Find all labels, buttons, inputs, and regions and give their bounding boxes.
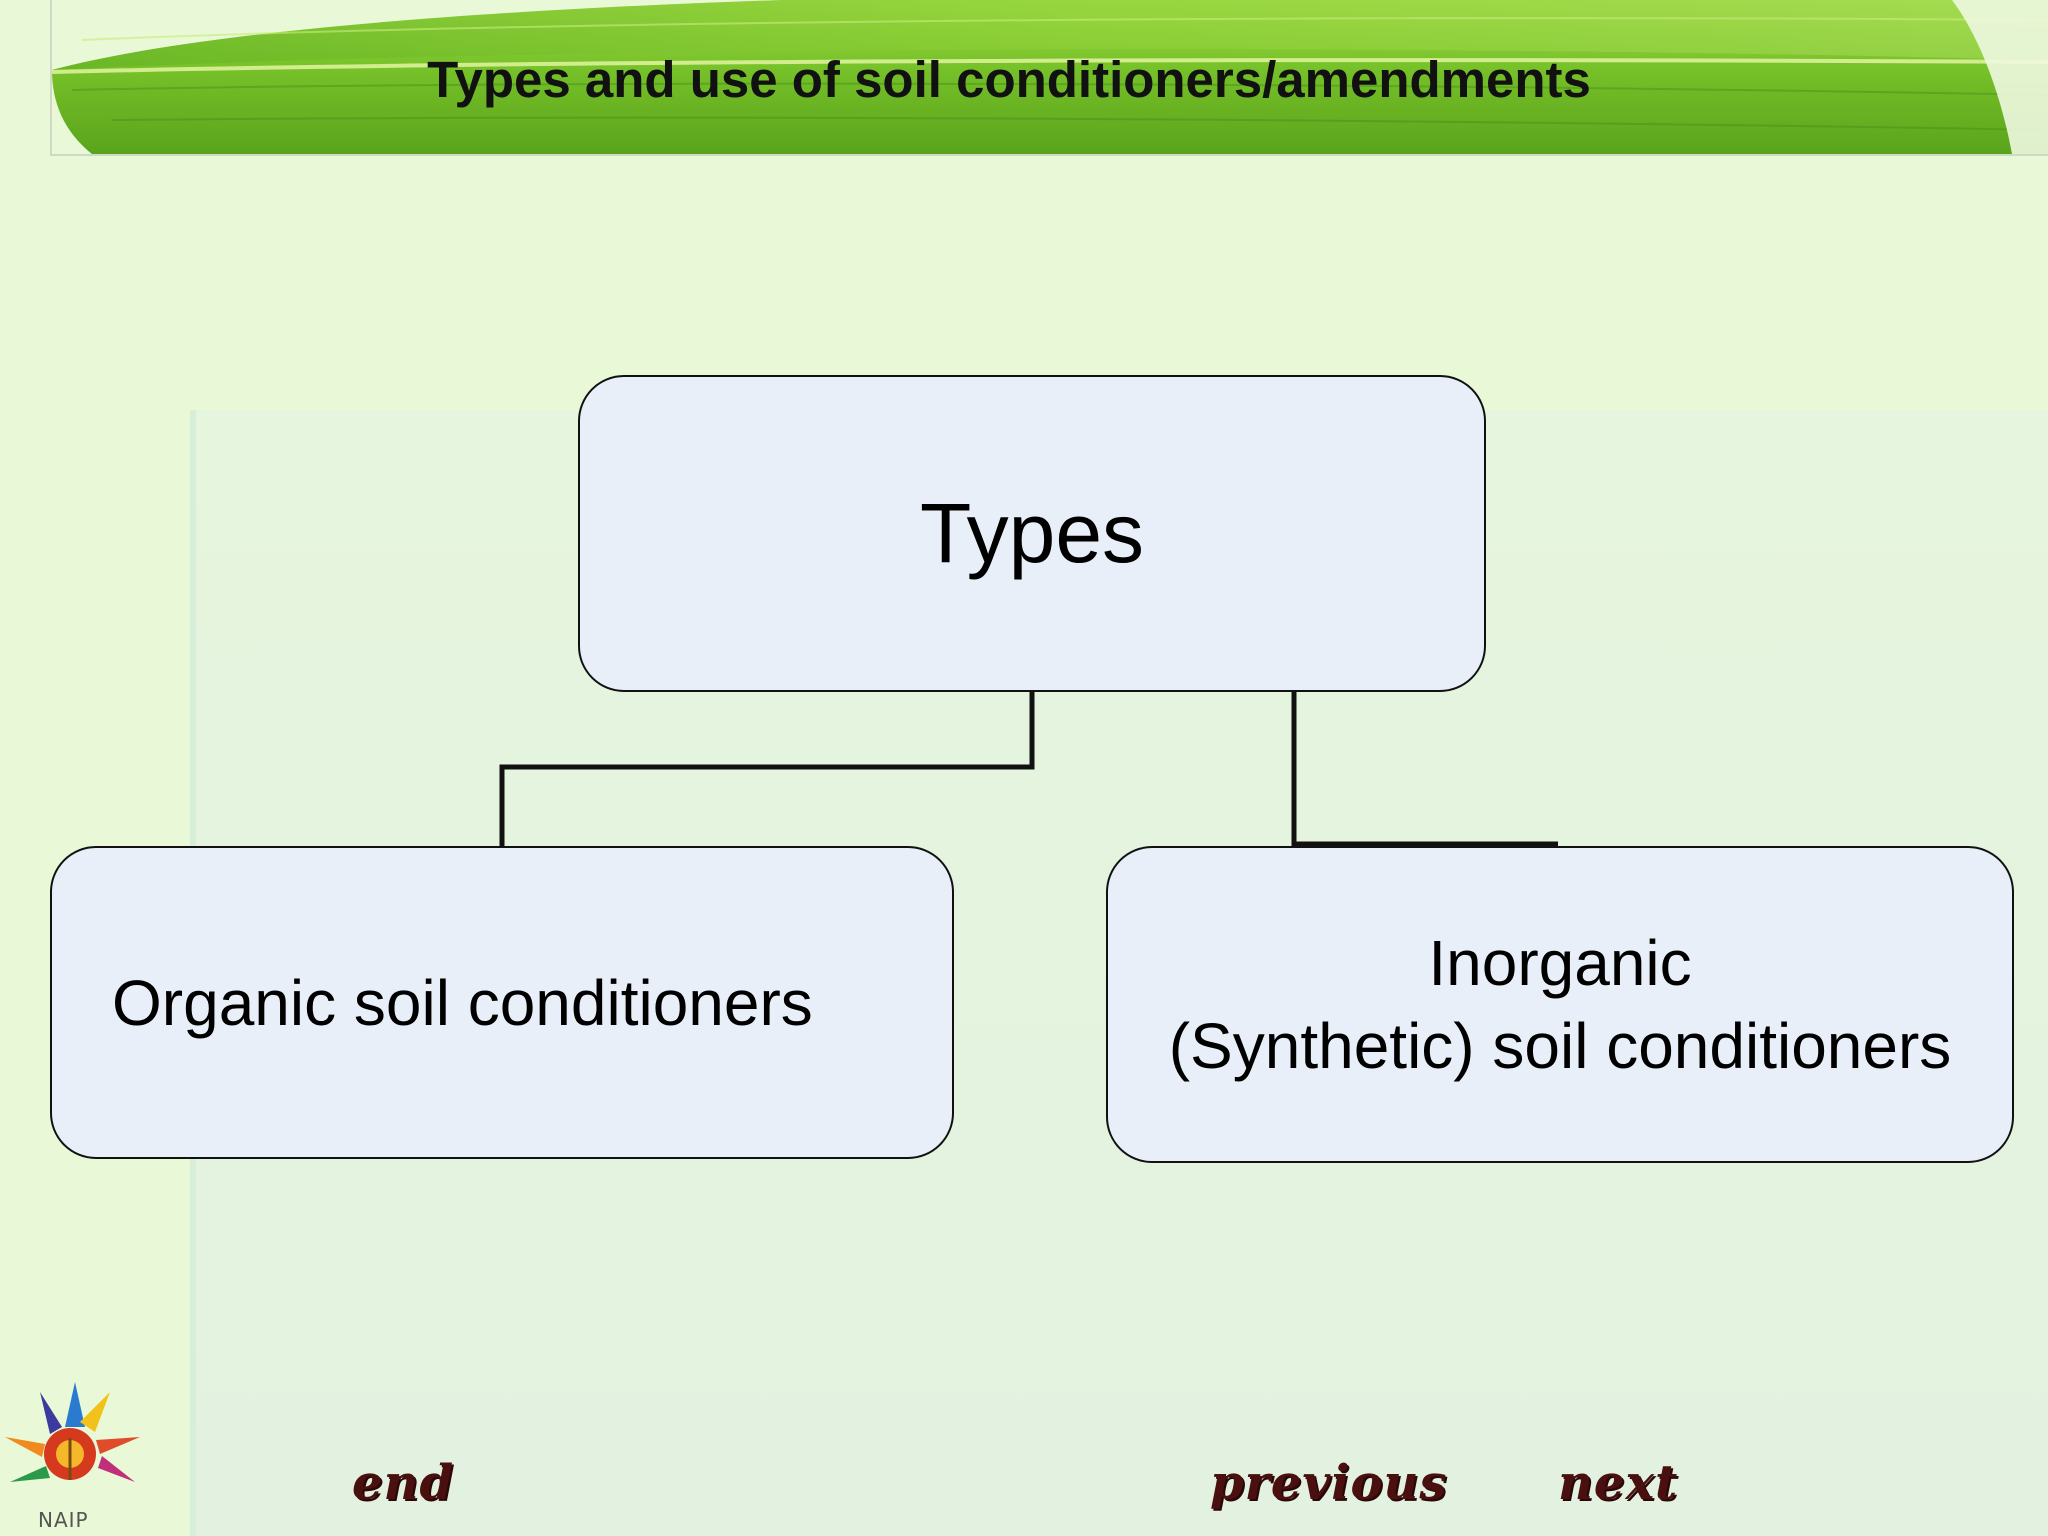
end-link[interactable]: end — [352, 1455, 454, 1511]
root-label: Types — [919, 486, 1145, 580]
leaf-banner-graphic — [52, 0, 2048, 154]
slide-title: Types and use of soil conditioners/amend… — [427, 51, 1591, 108]
types-root-box: Types — [578, 375, 1486, 692]
logo-text: NAIP — [38, 1508, 89, 1532]
leaf-banner — [50, 0, 2048, 156]
inorganic-label-line1: Inorganic — [1428, 926, 1692, 999]
inorganic-box: Inorganic (Synthetic) soil conditioners — [1106, 846, 2014, 1163]
previous-link[interactable]: previous — [1210, 1455, 1448, 1511]
inorganic-label-line2: (Synthetic) soil conditioners — [1168, 1009, 1952, 1082]
organic-label: Organic soil conditioners — [112, 966, 813, 1039]
naip-logo-icon — [5, 1382, 140, 1482]
next-link[interactable]: next — [1558, 1455, 1679, 1511]
organic-box: Organic soil conditioners — [50, 846, 954, 1159]
